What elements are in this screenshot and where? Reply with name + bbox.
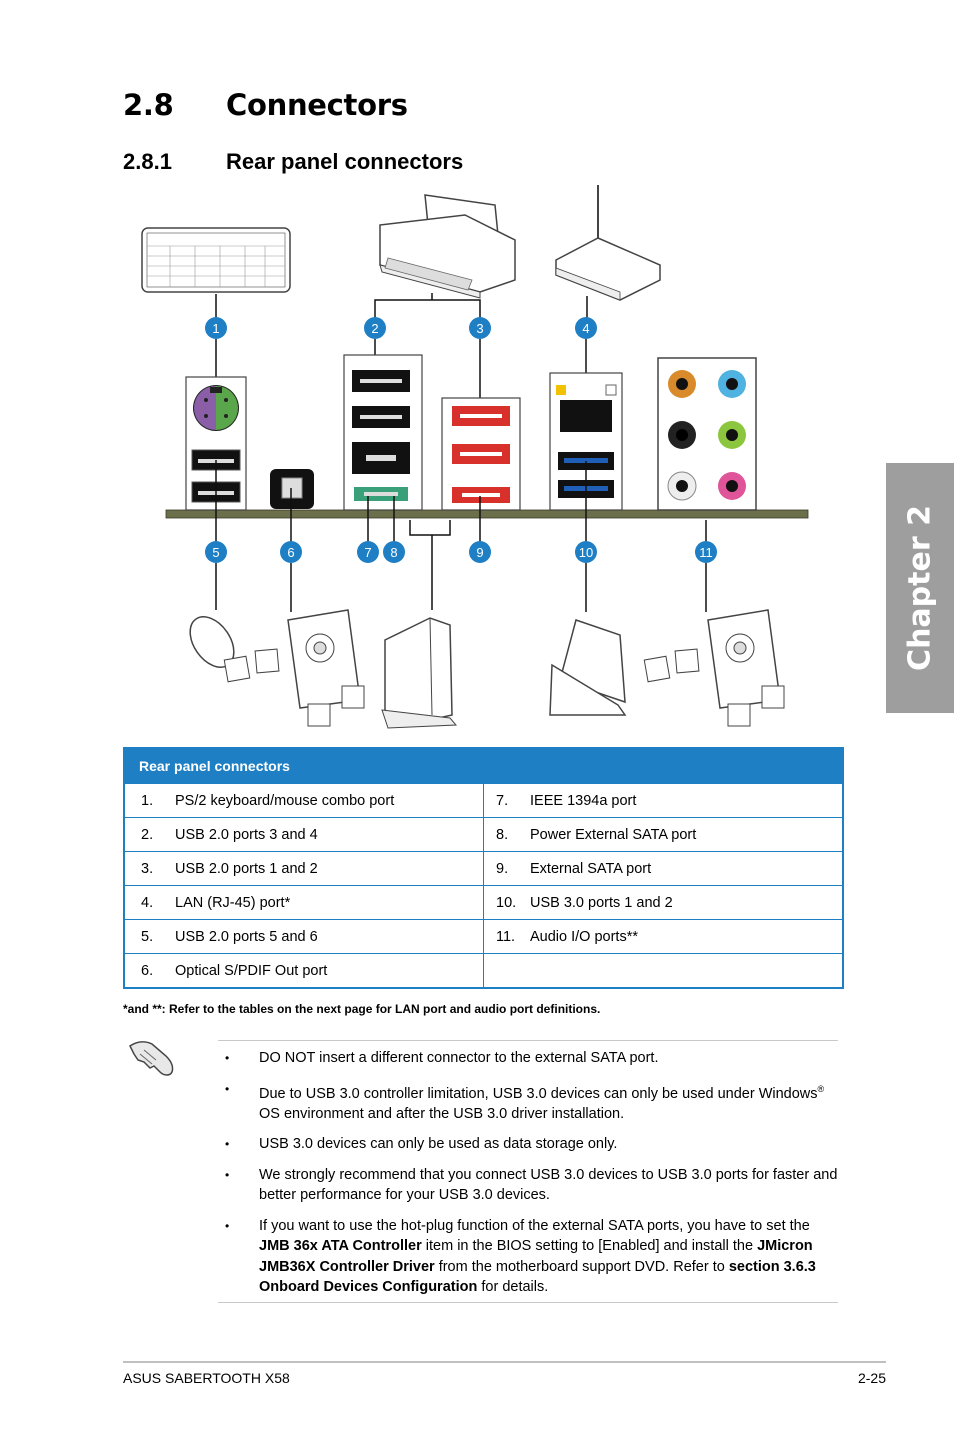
subsection-number: 2.8.1 — [123, 149, 172, 174]
note-item: Due to USB 3.0 controller limitation, US… — [225, 1079, 840, 1125]
mouse-illustration — [189, 616, 280, 683]
table-footnote: *and **: Refer to the tables on the next… — [123, 1002, 601, 1016]
svg-text:6: 6 — [287, 545, 294, 560]
callout-7: 7 — [357, 541, 379, 563]
ps2-usb-block — [185, 376, 247, 511]
row-number: 1. — [141, 792, 154, 809]
note-bottom-rule — [218, 1302, 838, 1303]
callout-9: 9 — [469, 541, 491, 563]
rear-panel-diagram: 1 2 3 4 — [141, 185, 809, 729]
hand-note-icon — [129, 1041, 174, 1076]
row-number: 11. — [496, 928, 516, 945]
footer-rule — [123, 1361, 886, 1363]
table-row: 1. PS/2 keyboard/mouse combo port 7. IEEE … — [125, 784, 842, 818]
printer-illustration — [379, 194, 516, 299]
callout-4: 4 — [575, 317, 597, 339]
keyboard-illustration — [141, 227, 291, 293]
usb-ieee-block — [343, 354, 423, 511]
note-top-rule — [218, 1040, 838, 1041]
row-number: 4. — [141, 894, 154, 911]
laptop-illustration — [549, 619, 627, 716]
table-row: 4. LAN (RJ-45) port* 10. USB 3.0 ports 1 a… — [125, 885, 842, 920]
usb-esata-block — [441, 397, 521, 511]
callout-6: 6 — [280, 541, 302, 563]
row-label: USB 2.0 ports 1 and 2 — [175, 860, 318, 877]
svg-text:2: 2 — [371, 321, 378, 336]
subsection-title: 2.8.1 Rear panel connectors — [123, 149, 463, 175]
svg-text:5: 5 — [212, 545, 219, 560]
chapter-tab: Chapter 2 — [886, 463, 954, 713]
note-item: We strongly recommend that you connect U… — [225, 1165, 840, 1206]
svg-text:11: 11 — [699, 545, 713, 560]
subsection-title-text: Rear panel connectors — [226, 149, 464, 174]
callout-3: 3 — [469, 317, 491, 339]
section-number: 2.8 — [123, 88, 174, 122]
row-label: External SATA port — [530, 860, 652, 877]
router-illustration — [555, 185, 661, 301]
callout-5: 5 — [205, 541, 227, 563]
svg-text:1: 1 — [212, 321, 219, 336]
callout-10: 10 — [575, 541, 597, 563]
svg-text:9: 9 — [476, 545, 483, 560]
svg-text:3: 3 — [476, 321, 483, 336]
footer-page-number: 2-25 — [857, 1370, 886, 1386]
optical-port — [270, 469, 314, 509]
connectors-table: Rear panel connectors 1. PS/2 keyboard/mo… — [123, 747, 844, 989]
row-number: 6. — [141, 962, 154, 979]
row-number: 2. — [141, 826, 154, 843]
svg-text:10: 10 — [579, 545, 593, 560]
row-label: IEEE 1394a port — [530, 792, 637, 809]
audio-block — [657, 357, 757, 511]
row-number: 9. — [496, 860, 509, 877]
speakers-illustration-right — [643, 609, 785, 727]
row-number: 5. — [141, 928, 154, 945]
callout-2: 2 — [364, 317, 386, 339]
section-title: 2.8 Connectors — [123, 88, 408, 122]
row-label: Power External SATA port — [530, 826, 697, 843]
row-label: Optical S/PDIF Out port — [175, 962, 328, 979]
row-number: 3. — [141, 860, 154, 877]
table-header: Rear panel connectors — [125, 749, 842, 784]
table-row: 6. Optical S/PDIF Out port — [125, 953, 842, 987]
row-number: 8. — [496, 826, 509, 843]
row-number: 7. — [496, 792, 509, 809]
row-label: USB 3.0 ports 1 and 2 — [530, 894, 673, 911]
row-label: PS/2 keyboard/mouse combo port — [175, 792, 395, 809]
table-row: 5. USB 2.0 ports 5 and 6 11. Audio I/O por… — [125, 919, 842, 954]
row-label: Audio I/O ports** — [530, 928, 638, 945]
speakers-illustration-left — [287, 609, 365, 727]
row-label: LAN (RJ-45) port* — [175, 894, 291, 911]
note-item: USB 3.0 devices can only be used as data… — [225, 1134, 840, 1155]
note-item: DO NOT insert a different connector to t… — [225, 1048, 840, 1069]
table-row: 2. USB 2.0 ports 3 and 4 8. Power External… — [125, 817, 842, 852]
row-number: 10. — [496, 894, 517, 911]
svg-text:8: 8 — [390, 545, 397, 560]
external-drive-illustration — [381, 617, 458, 729]
chapter-tab-label: Chapter 2 — [902, 505, 938, 671]
footer-product-name: ASUS SABERTOOTH X58 — [123, 1370, 290, 1386]
section-title-text: Connectors — [226, 88, 408, 122]
notes-list: DO NOT insert a different connector to t… — [225, 1048, 840, 1308]
row-label: USB 2.0 ports 3 and 4 — [175, 826, 318, 843]
row-label: USB 2.0 ports 5 and 6 — [175, 928, 318, 945]
svg-text:7: 7 — [364, 545, 371, 560]
svg-text:4: 4 — [582, 321, 589, 336]
callout-1: 1 — [205, 317, 227, 339]
callout-8: 8 — [383, 541, 405, 563]
note-item: If you want to use the hot-plug function… — [225, 1216, 840, 1298]
table-row: 3. USB 2.0 ports 1 and 2 9. External SATA … — [125, 851, 842, 886]
callout-11: 11 — [695, 541, 717, 563]
